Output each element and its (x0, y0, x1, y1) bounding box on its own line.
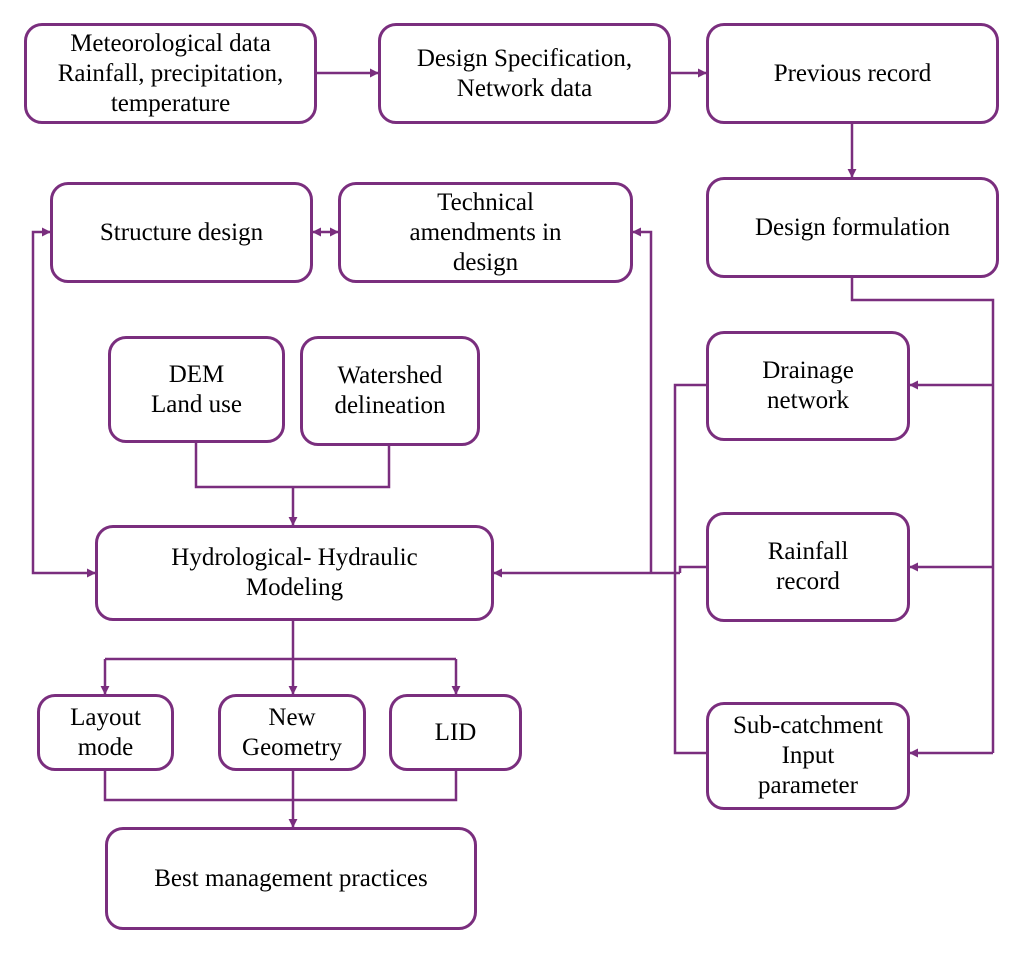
rainfall-record-box: Rainfall record (706, 512, 910, 622)
drainage-network-box: Drainage network (706, 331, 910, 441)
connector-design-formulation-bus (850, 278, 995, 753)
design-specification-box: Design Specification, Network data (378, 23, 671, 124)
best-management-practices-box: Best management practices (105, 827, 477, 930)
meteorological-data-box: Meteorological data Rainfall, precipitat… (24, 23, 317, 124)
design-formulation-box: Design formulation (706, 177, 999, 278)
arrow-structure-modeling-loop (31, 227, 96, 578)
watershed-delineation-box: Watershed delineation (300, 336, 480, 446)
technical-amendments-box: Technical amendments in design (338, 182, 633, 283)
lid-box: LID (389, 694, 522, 771)
structure-design-box: Structure design (50, 182, 313, 283)
sub-catchment-input-parameter-box: Sub-catchment Input parameter (706, 702, 910, 810)
new-geometry-box: New Geometry (218, 694, 366, 771)
connector-rainfall-to-line (678, 565, 706, 573)
arrow-inputs-to-technical-amendments (632, 227, 653, 573)
connector-dem-watershed-merge (194, 443, 391, 489)
dem-land-use-box: DEM Land use (108, 336, 285, 443)
layout-mode-box: Layout mode (37, 694, 174, 771)
previous-record-box: Previous record (706, 23, 999, 124)
hydrological-hydraulic-modeling-box: Hydrological- Hydraulic Modeling (95, 525, 494, 621)
connector-outputs-merge (103, 771, 458, 802)
connector-drainage-to-line (673, 383, 706, 755)
